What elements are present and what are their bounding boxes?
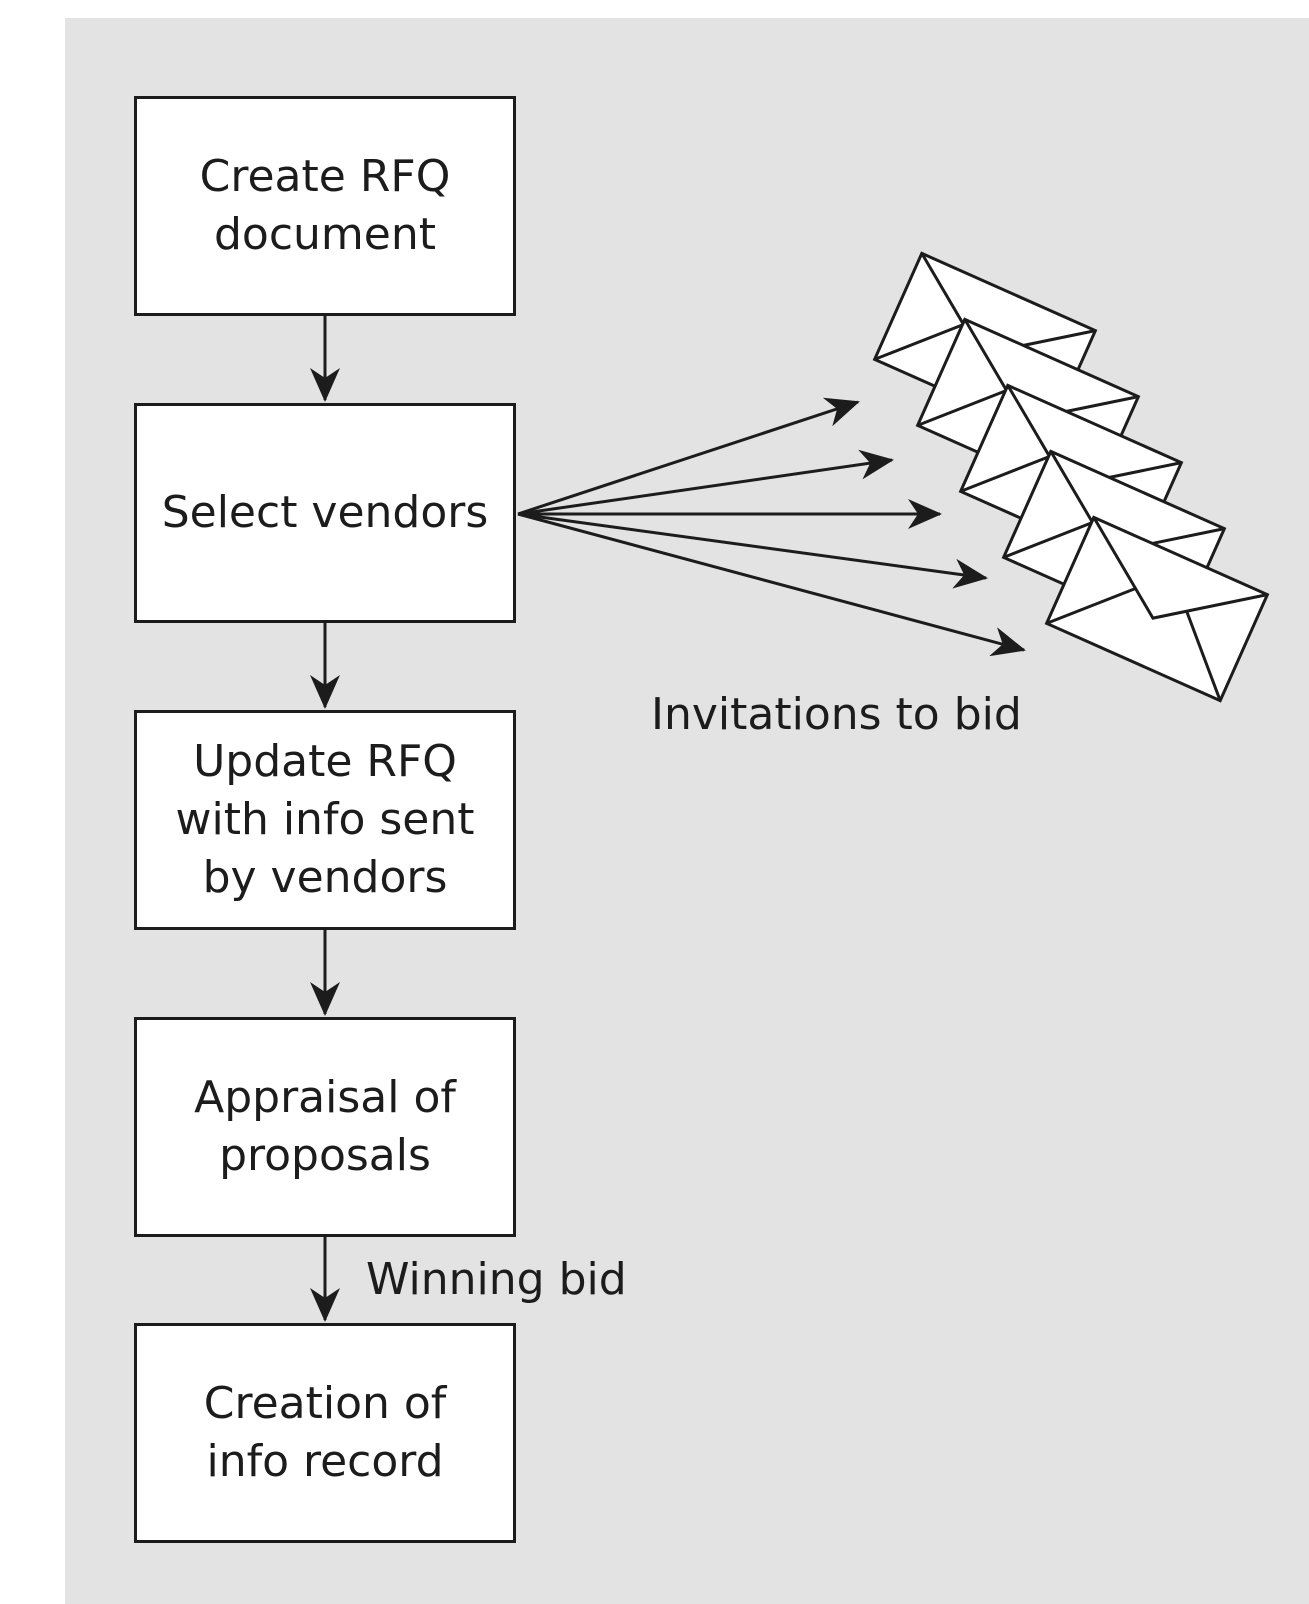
step-select-vendors: Select vendors xyxy=(134,403,516,623)
invitation-arrow-1 xyxy=(517,397,860,516)
invitations-label: Invitations to bid xyxy=(651,689,1022,740)
step-create-rfq: Create RFQ document xyxy=(134,96,516,316)
invitation-arrow-5 xyxy=(517,512,1026,657)
invitation-arrow-4 xyxy=(517,512,988,589)
winning-bid-label: Winning bid xyxy=(366,1254,627,1305)
step-update-rfq: Update RFQ with info sent by vendors xyxy=(134,710,516,930)
step-appraisal: Appraisal of proposals xyxy=(134,1017,516,1237)
invitation-arrow-2 xyxy=(517,449,894,516)
envelope-icon xyxy=(1044,515,1270,703)
step-creation-info-record: Creation of info record xyxy=(134,1323,516,1543)
